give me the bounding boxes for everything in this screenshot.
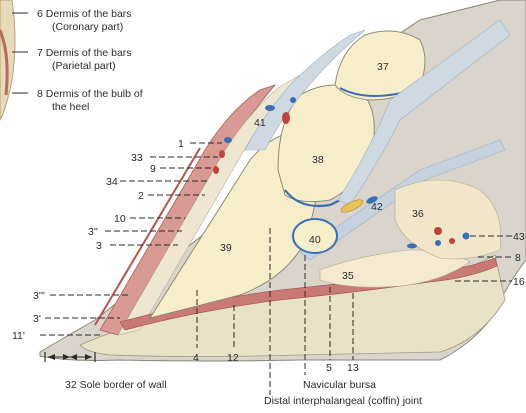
heel-detail-illustration [0, 0, 15, 120]
label-coffin-joint: Distal interphalangeal (coffin) joint [264, 395, 422, 407]
label-34: 34 [106, 176, 118, 188]
label-4: 4 [193, 352, 199, 364]
label-3: 3 [96, 240, 102, 252]
label-navicular-bursa: Navicular bursa [303, 379, 376, 391]
label-13: 13 [347, 362, 359, 374]
label-3pp: 3'' [88, 226, 98, 238]
label-33: 33 [131, 152, 143, 164]
label-40: 40 [309, 234, 321, 246]
label-43: 43 [513, 231, 525, 243]
legend-8-line1: 8 Dermis of the bulb of [37, 88, 143, 100]
label-3ppp: 3''' [33, 290, 45, 302]
legend-6-line2: (Coronary part) [52, 21, 123, 33]
legend-6-line1: 6 Dermis of the bars [37, 8, 132, 20]
legend-8-line2: the heel [52, 101, 89, 113]
label-9: 9 [150, 163, 156, 175]
legend-7-line2: (Parietal part) [52, 60, 116, 72]
label-3p: 3' [33, 313, 41, 325]
label-42: 42 [371, 201, 383, 213]
label-10: 10 [114, 213, 126, 225]
label-35: 35 [342, 270, 354, 282]
bottom-labels: 32 Sole border of wall Navicular bursa D… [65, 379, 422, 407]
label-38: 38 [312, 154, 324, 166]
label-8: 8 [515, 252, 521, 264]
label-11p: 11' [12, 330, 25, 342]
label-39: 39 [220, 242, 232, 254]
label-12: 12 [227, 352, 239, 364]
label-41: 41 [254, 117, 266, 129]
label-5: 5 [326, 362, 332, 374]
label-37: 37 [377, 61, 389, 73]
label-1: 1 [178, 138, 184, 150]
label-sole-border: 32 Sole border of wall [65, 379, 167, 391]
label-36: 36 [412, 208, 424, 220]
legend-7-line1: 7 Dermis of the bars [37, 47, 132, 59]
label-16: 16 [513, 276, 525, 288]
legend: 6 Dermis of the bars (Coronary part) 7 D… [37, 8, 143, 113]
label-2: 2 [138, 190, 144, 202]
